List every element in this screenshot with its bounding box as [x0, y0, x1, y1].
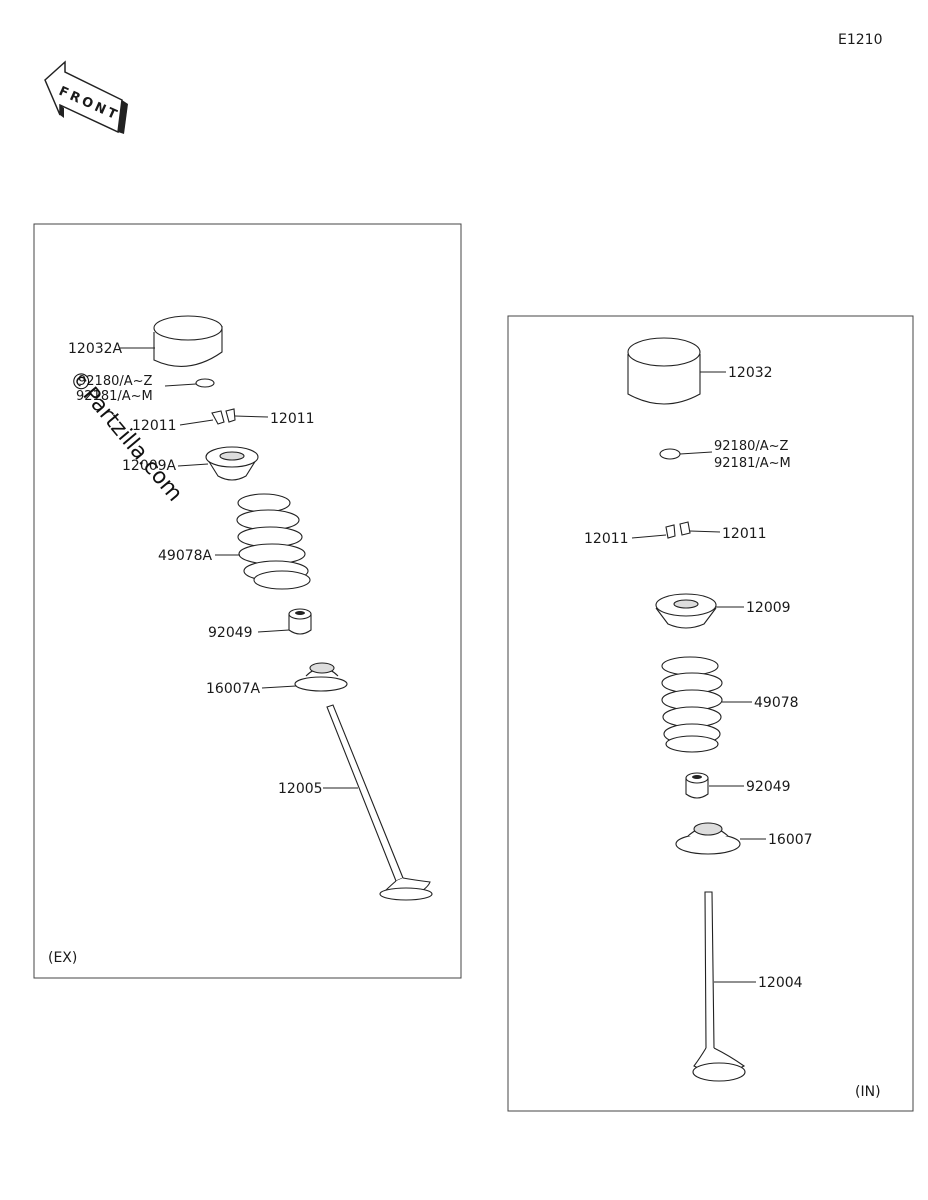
intake-panel: 12032 92180/A~Z 92181/A~M 12011 12011 12…	[507, 315, 914, 1112]
intake-frame	[507, 315, 914, 1112]
ex-label-cotter-right: 12011	[270, 411, 315, 427]
intake-spring	[661, 656, 723, 753]
exhaust-seat	[294, 662, 348, 692]
in-label-tappet: 12032	[728, 365, 773, 381]
intake-retainer	[655, 593, 717, 629]
ex-label-retainer: 12009A	[122, 458, 177, 474]
in-label-shim-b: 92181/A~M	[714, 456, 791, 471]
exhaust-seal	[288, 608, 312, 635]
in-label-cotter-left: 12011	[584, 531, 629, 547]
in-label-retainer: 12009	[746, 600, 791, 616]
exhaust-shim	[195, 378, 215, 388]
ex-label-seal: 92049	[208, 625, 253, 641]
in-label-valve: 12004	[758, 975, 803, 991]
exhaust-panel: 12032A 92180/A~Z 92181/A~M 12011 12011 1…	[33, 223, 462, 979]
exhaust-valve	[326, 704, 433, 901]
in-section-label: (IN)	[855, 1084, 881, 1100]
intake-shim	[659, 448, 681, 460]
exhaust-retainer	[205, 446, 259, 481]
exhaust-spring	[236, 493, 311, 590]
intake-cotters	[665, 521, 691, 539]
in-label-seat: 16007	[768, 832, 813, 848]
front-arrow-icon: FRONT	[44, 60, 128, 134]
ex-label-valve: 12005	[278, 781, 323, 797]
in-label-shim-a: 92180/A~Z	[714, 439, 789, 454]
exhaust-cotters	[211, 408, 236, 425]
exhaust-tappet	[153, 315, 223, 367]
intake-valve	[692, 891, 746, 1082]
ex-label-seat: 16007A	[206, 681, 261, 697]
ex-label-shim-a: 92180/A~Z	[78, 374, 153, 389]
in-label-spring: 49078	[754, 695, 799, 711]
intake-tappet	[627, 337, 701, 405]
diagram-code: E1210	[838, 32, 882, 48]
ex-label-cotter-left: 12011	[132, 418, 177, 434]
ex-section-label: (EX)	[48, 950, 77, 966]
ex-label-tappet: 12032A	[68, 341, 123, 357]
in-label-cotter-right: 12011	[722, 526, 767, 542]
exhaust-frame	[33, 223, 462, 979]
ex-label-spring: 49078A	[158, 548, 213, 564]
intake-seal	[685, 772, 709, 799]
ex-label-shim-b: 92181/A~M	[76, 389, 153, 404]
intake-seat	[675, 822, 741, 855]
in-label-seal: 92049	[746, 779, 791, 795]
